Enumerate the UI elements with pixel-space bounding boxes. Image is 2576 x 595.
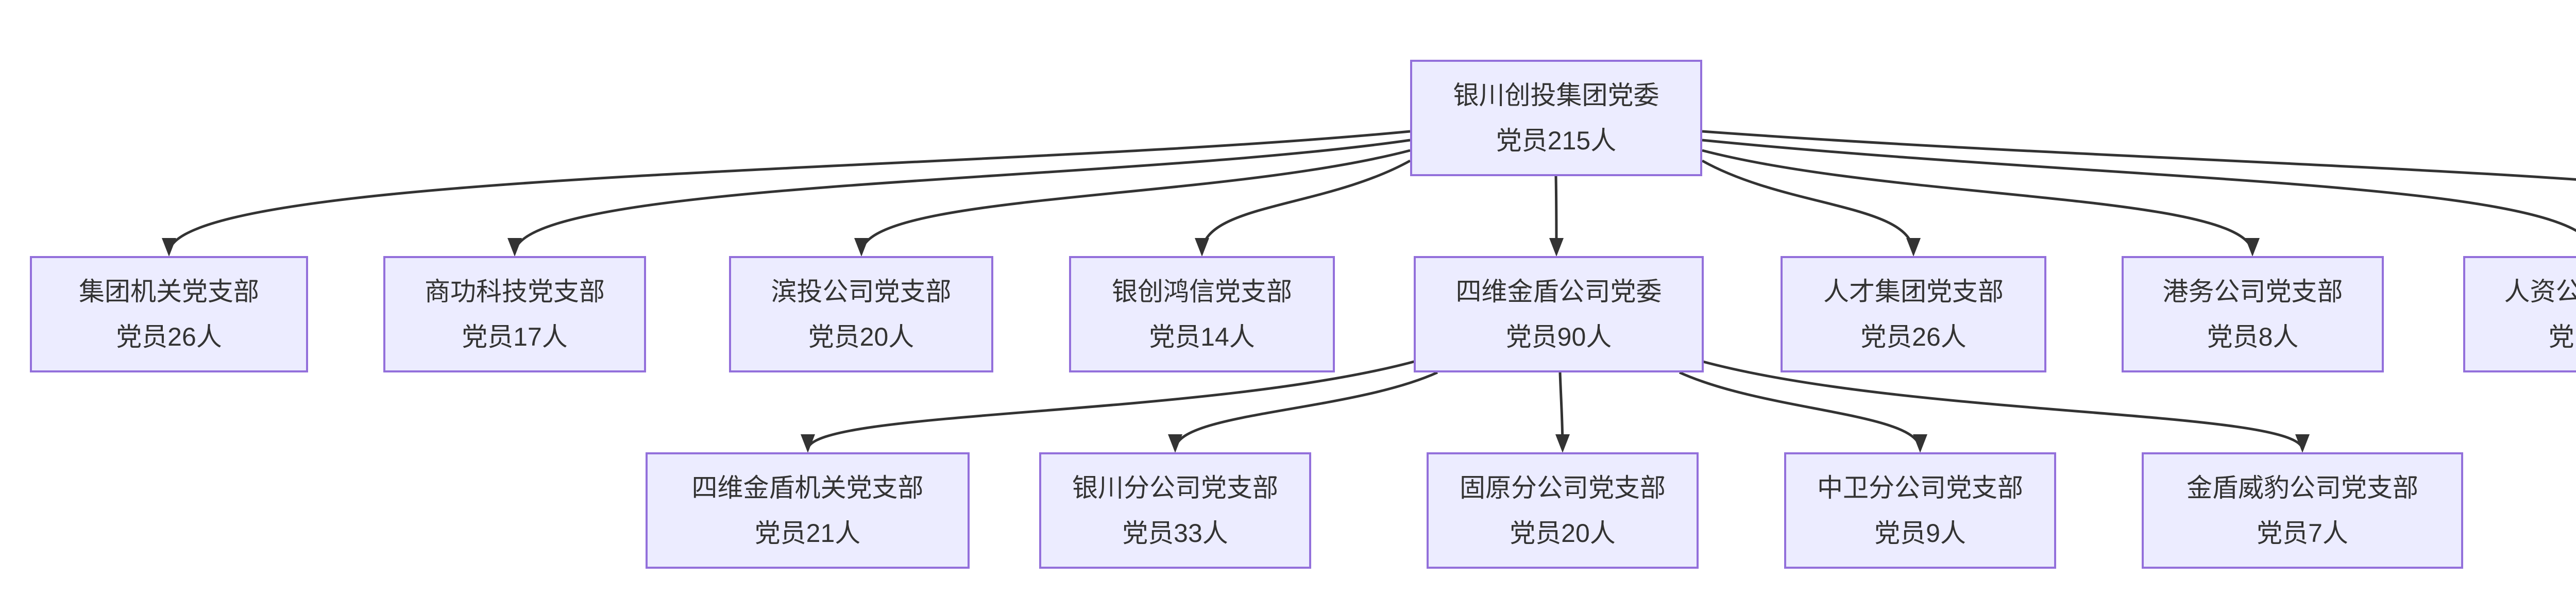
org-node-members: 党员7人 [2257, 519, 2348, 548]
org-node-name: 人才集团党支部 [1823, 277, 2004, 306]
org-node-name: 银川分公司党支部 [1072, 473, 1278, 502]
org-node-name: 滨投公司党支部 [771, 277, 952, 306]
org-node-level3-3: 固原分公司党支部 党员20人 [1427, 452, 1699, 569]
org-node-name: 银川创投集团党委 [1453, 81, 1659, 110]
org-node-level2-8: 人资公司党支部 党员5人 [2463, 256, 2576, 372]
edge-siweijindun-to-yinchuan [1168, 371, 1438, 453]
org-node-name: 中卫分公司党支部 [1817, 473, 2023, 502]
edge-root-to-rencai [1701, 159, 1921, 257]
org-node-name: 商功科技党支部 [425, 277, 605, 306]
org-node-name: 银创鸿信党支部 [1112, 277, 1292, 306]
edge-siweijindun-to-guyuan [1555, 372, 1570, 453]
org-node-level2-2: 商功科技党支部 党员17人 [383, 256, 646, 372]
edge-siweijindun-to-jiguan [801, 359, 1418, 453]
org-node-members: 党员17人 [462, 322, 568, 351]
edge-root-to-renzi [1702, 139, 2576, 232]
org-node-name: 金盾威豹公司党支部 [2187, 473, 2418, 502]
org-node-level2-1: 集团机关党支部 党员26人 [30, 256, 308, 372]
org-node-members: 党员26人 [116, 322, 222, 351]
org-node-members: 党员14人 [1149, 322, 1255, 351]
edge-root-to-shanggong [507, 139, 1411, 257]
org-node-level2-4: 银创鸿信党支部 党员14人 [1069, 256, 1335, 372]
org-node-members: 党员20人 [1510, 519, 1616, 548]
org-node-name: 固原分公司党支部 [1460, 473, 1666, 502]
org-node-members: 党员21人 [754, 519, 861, 548]
edge-root-to-gangwu [1702, 149, 2260, 257]
org-node-members: 党员90人 [1505, 322, 1612, 351]
org-node-members: 党员26人 [1860, 322, 1967, 351]
org-node-level3-2: 银川分公司党支部 党员33人 [1039, 452, 1311, 569]
org-node-name: 集团机关党支部 [79, 277, 259, 306]
org-node-name: 人资公司党支部 [2504, 277, 2576, 306]
org-node-members: 党员20人 [808, 322, 914, 351]
org-node-level2-7: 港务公司党支部 党员8人 [2122, 256, 2384, 372]
edge-siweijindun-to-jindunweibao [1699, 359, 2310, 453]
org-node-members: 党员33人 [1122, 519, 1228, 548]
org-node-level2-6: 人才集团党支部 党员26人 [1781, 256, 2046, 372]
org-node-level2-5: 四维金盾公司党委 党员90人 [1414, 256, 1704, 372]
org-node-name: 港务公司党支部 [2162, 277, 2343, 306]
org-node-level3-5: 金盾威豹公司党支部 党员7人 [2142, 452, 2463, 569]
edge-root-to-jituanjiguan [162, 130, 1411, 257]
org-node-members: 党员215人 [1496, 126, 1617, 155]
org-node-level3-4: 中卫分公司党支部 党员9人 [1784, 452, 2056, 569]
org-node-root: 银川创投集团党委 党员215人 [1410, 60, 1702, 176]
org-node-level3-1: 四维金盾机关党支部 党员21人 [646, 452, 970, 569]
org-node-name: 四维金盾机关党支部 [691, 473, 924, 502]
org-node-members: 党员5人 [2548, 322, 2576, 351]
org-node-members: 党员8人 [2207, 322, 2299, 351]
edge-root-to-bintou [854, 149, 1411, 257]
org-node-level2-3: 滨投公司党支部 党员20人 [729, 256, 993, 372]
org-node-members: 党员9人 [1874, 519, 1966, 548]
edge-root-to-yinchuanghongxin [1195, 159, 1411, 257]
org-node-name: 四维金盾公司党委 [1455, 277, 1662, 306]
edge-siweijindun-to-zhongwei [1679, 371, 1927, 453]
edge-root-to-landun [1702, 130, 2576, 181]
